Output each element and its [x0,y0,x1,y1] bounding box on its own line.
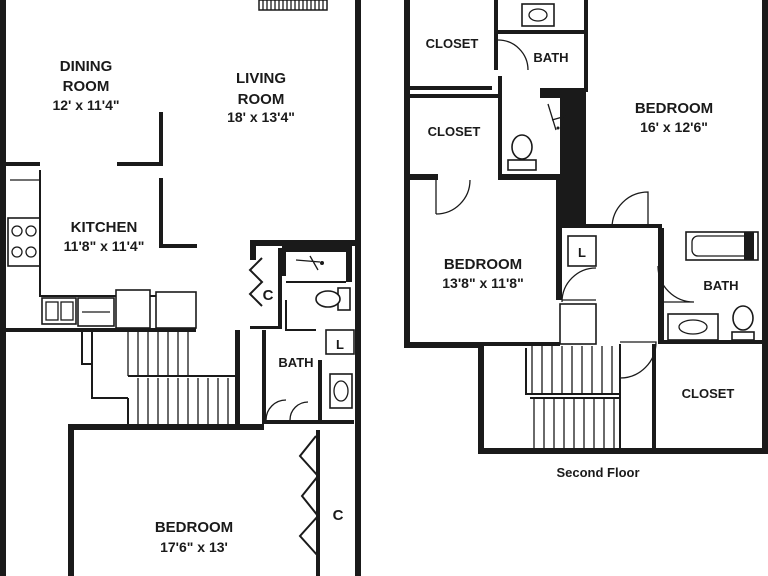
living-room-dims: 18' x 13'4" [227,109,295,125]
door-swing [611,191,649,229]
wall [658,340,762,344]
door-swing [619,341,657,379]
window [258,0,328,11]
pantry-icon [155,291,197,329]
laundry-box [567,235,597,267]
wall [159,244,197,248]
laundry-box [325,329,355,355]
door-swing [561,267,597,303]
wall [478,342,484,454]
sink-icon [521,3,555,27]
wall [584,0,588,92]
second-floor: CLOSET BATH CLOSET BEDROOM 16' x [404,0,768,480]
bedroom-closet-label: C [333,507,344,524]
wall [498,30,586,34]
hall-closet-label: C [263,287,274,304]
bath-label: BATH [278,355,313,370]
bedroom-dims: 17'6" x 13' [160,539,228,555]
wall [404,0,410,348]
toilet-icon [507,134,537,171]
bath-top-label: BATH [533,50,568,65]
living-room-label: ROOM [238,91,285,108]
wall [498,174,560,180]
laundry-label: L [336,337,344,352]
door-swing [657,265,695,303]
wall [159,178,163,248]
wall [762,0,768,452]
first-floor-stairs [81,330,240,424]
second-floor-stairs [484,342,621,448]
bedroom-small-dims: 13'8" x 11'8" [442,275,523,291]
dining-room-label: ROOM [63,78,110,95]
door-swing [435,179,471,215]
wall [404,342,484,348]
wall [586,224,662,228]
wall [117,162,163,166]
wall [556,180,562,300]
laundry-label: L [578,245,586,260]
closet-top-label: CLOSET [426,36,479,51]
living-room-label: LIVING [236,70,286,87]
wall [652,344,656,448]
closet-mid-label: CLOSET [428,124,481,139]
bedroom-closet: C [298,430,344,576]
kitchen-label: KITCHEN [71,219,138,236]
toilet-icon [731,305,755,341]
bath-right-label: BATH [703,278,738,293]
wall [159,112,163,162]
bedroom-large-label: BEDROOM [635,100,713,117]
sink-icon [41,297,77,325]
wall [478,448,768,454]
bedroom-label: BEDROOM [155,519,233,536]
door-swing [497,39,529,71]
wall [355,0,361,576]
dining-room-dims: 12' x 11'4" [52,97,119,113]
bedroom-small-label: BEDROOM [444,256,522,273]
closet-bottom-label: CLOSET [682,386,735,401]
bathtub-icon [685,231,759,261]
wall [410,174,438,180]
first-floor: C L BATH [0,0,361,576]
wall [68,424,264,430]
kitchen-dims: 11'8" x 11'4" [64,238,145,254]
linen-closet [559,303,597,345]
wall [410,86,492,90]
shower-icon [540,88,586,228]
wall [0,328,196,332]
second-floor-caption: Second Floor [556,465,639,480]
stove-icon [7,217,41,267]
toilet-icon [315,287,351,311]
sink-icon [329,373,353,409]
first-floor-bath: L BATH [250,240,360,424]
wall [498,76,502,174]
wall [410,94,498,98]
wall [494,0,498,70]
sink-icon [667,313,719,341]
wall [0,0,6,576]
bedroom-large-dims: 16' x 12'6" [640,119,708,135]
shower-icon [286,246,346,271]
hall-closet: C [248,248,282,329]
wall [0,162,40,166]
wall [68,424,74,576]
refrigerator-icon [115,289,151,329]
dining-room-label: DINING [60,58,113,75]
wall [658,228,664,342]
